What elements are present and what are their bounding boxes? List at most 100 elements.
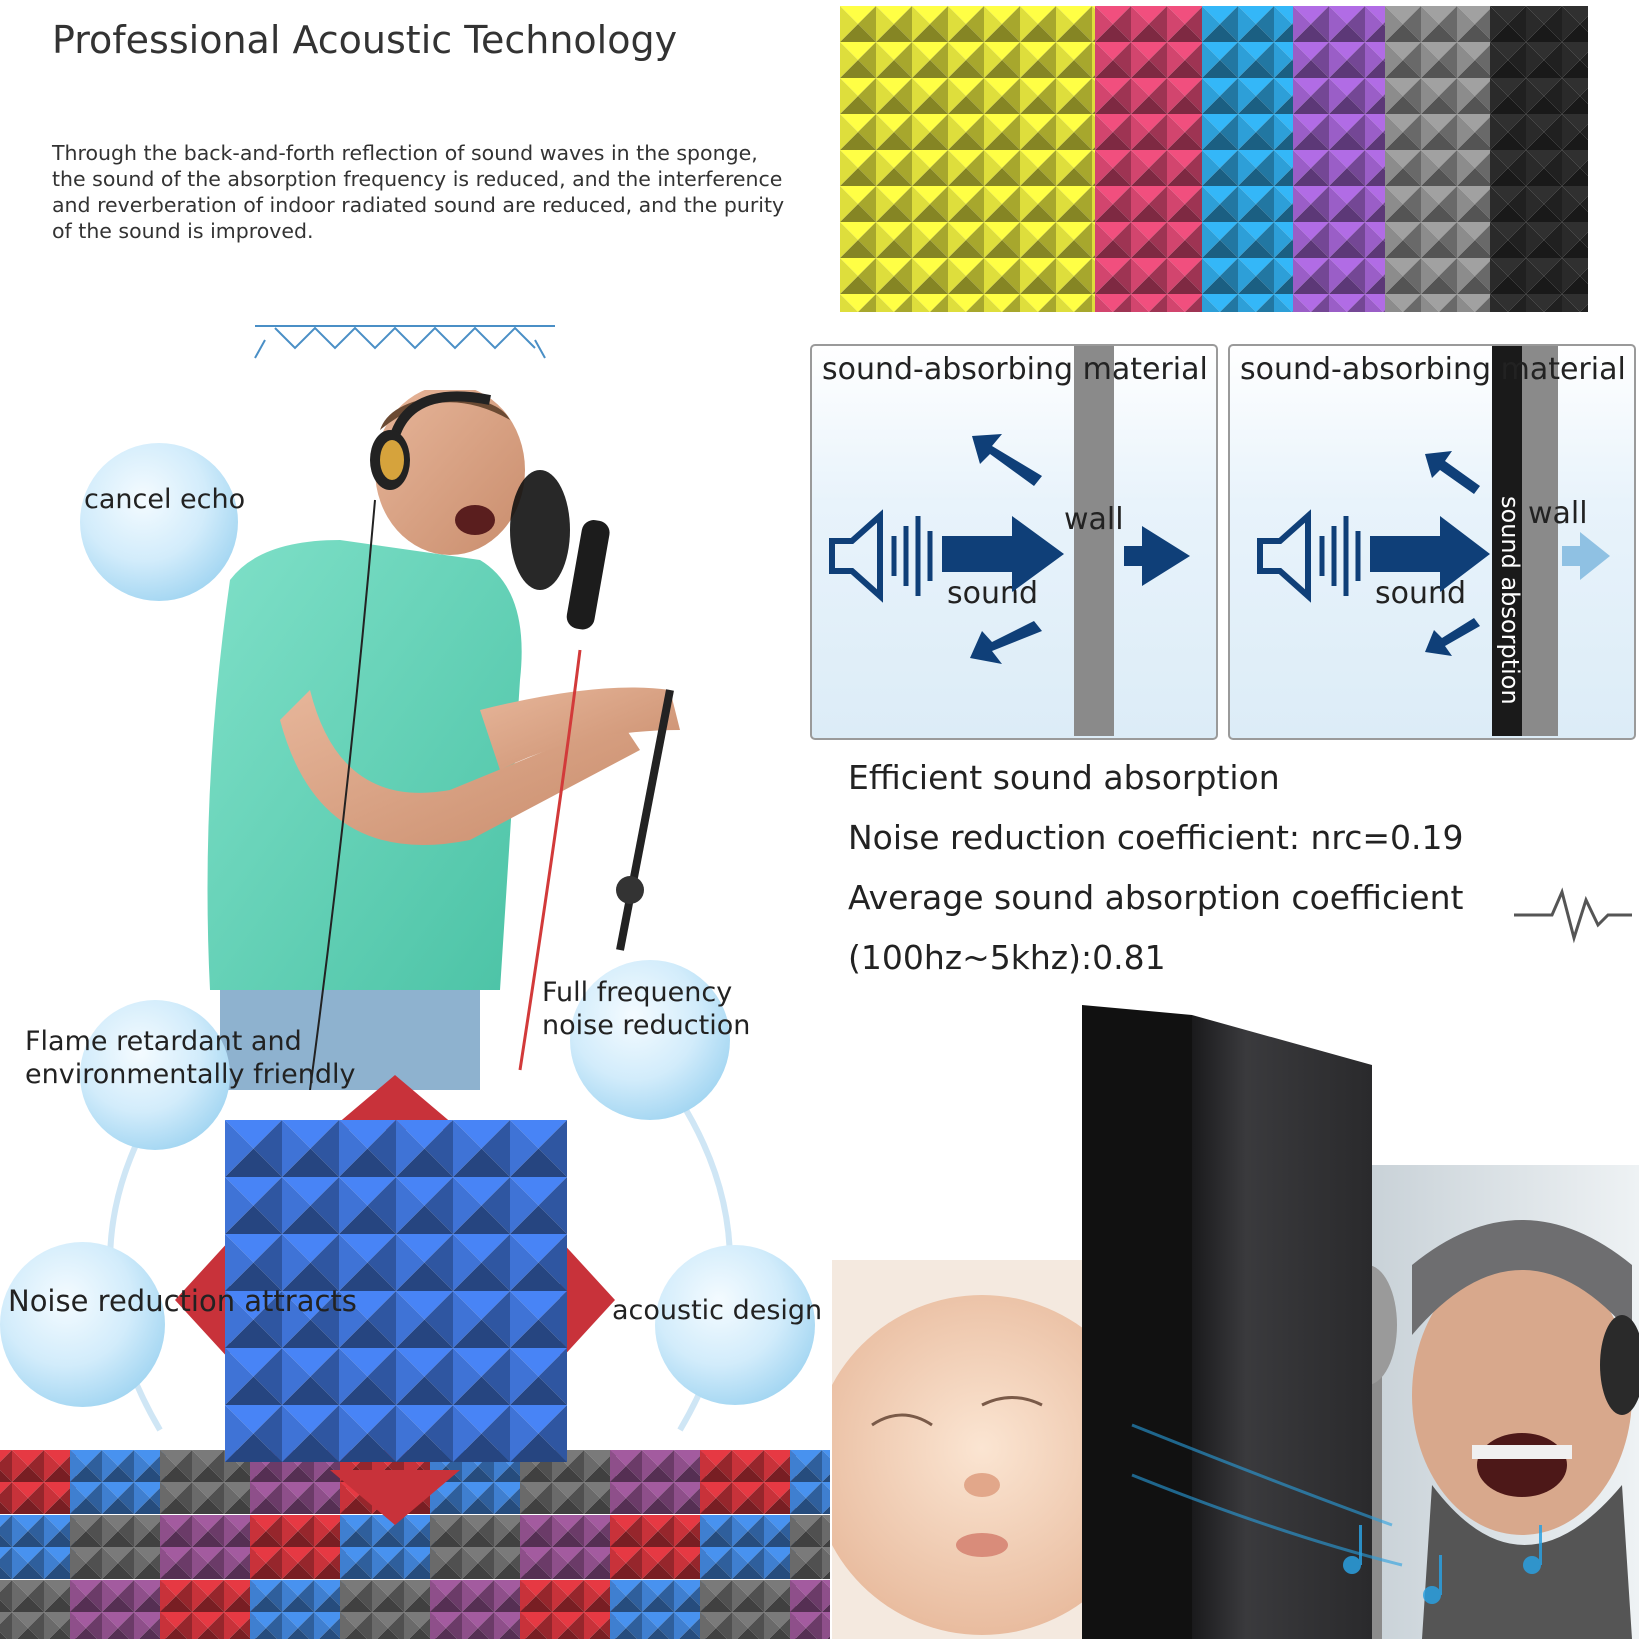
foam-pyramid-face <box>298 1482 314 1514</box>
foam-pyramid-face <box>1167 114 1202 132</box>
foam-pyramid-face <box>658 1515 674 1547</box>
foam-pyramid-face <box>716 1482 732 1514</box>
foam-pyramid-face <box>372 1547 404 1563</box>
foam-pyramid-face <box>1113 186 1131 222</box>
foam-pyramid-face <box>1131 150 1167 168</box>
foam-pyramid-face <box>1056 96 1092 114</box>
foam-pyramid-face <box>1238 6 1256 42</box>
foam-pyramid-face <box>1365 186 1383 222</box>
foam-pyramid-face <box>584 1466 616 1482</box>
foam-pyramid-face <box>1365 42 1385 60</box>
foam-pyramid-face <box>372 1563 404 1579</box>
foam-pyramid-face <box>984 222 1020 240</box>
foam-pyramid-face <box>1167 114 1185 150</box>
foam-pyramid-face <box>282 1120 339 1149</box>
foam-pyramid-face <box>12 1482 44 1498</box>
foam-pyramid-face <box>494 1547 526 1563</box>
reflection-arrows <box>829 434 1190 664</box>
foam-pyramid-face <box>568 1515 584 1547</box>
foam-pyramid-face <box>894 294 912 312</box>
specs-block: Efficient sound absorption Noise reducti… <box>848 758 1464 998</box>
foam-pyramid-face <box>1038 294 1056 312</box>
foam-pyramid-face <box>1095 42 1113 78</box>
foam-pyramid-face <box>1562 132 1588 150</box>
foam-pyramid-face <box>510 1348 539 1405</box>
foam-pyramid-face <box>377 1628 399 1639</box>
foam-pyramid-face <box>1526 294 1544 312</box>
foam-pyramid-face <box>584 1547 616 1563</box>
foam-pyramid-face <box>1439 78 1457 114</box>
foam-pyramid-face <box>372 1596 404 1612</box>
foam-pyramid-face <box>876 222 912 240</box>
foam-pyramid-face <box>674 1515 690 1547</box>
foam-pyramid-face <box>1383 310 1385 312</box>
foam-pyramid-face <box>930 150 948 186</box>
foam-pyramid-face <box>1238 222 1274 240</box>
foam-pyramid-face <box>876 6 912 24</box>
foam-pyramid-face <box>12 1498 44 1514</box>
foam-pyramid-face <box>176 1580 192 1612</box>
foam-pyramid-face <box>1002 222 1020 258</box>
foam-pyramid-face <box>984 294 1002 312</box>
foam-pyramid-face <box>610 1466 642 1482</box>
foam-pyramid-face <box>1292 311 1293 312</box>
foam-pyramid-face <box>225 1234 282 1263</box>
foam-pyramid-face <box>552 1482 568 1514</box>
foam-pyramid-face <box>453 1177 510 1206</box>
foam-pyramid-face <box>1238 168 1274 186</box>
foam-pyramid-face <box>225 1291 254 1348</box>
foam-pyramid-face <box>658 1482 674 1514</box>
foam-pyramid-face <box>160 1482 176 1514</box>
foam-pyramid-face <box>118 1612 134 1639</box>
foam-pyramid-face <box>610 1547 626 1579</box>
foam-pyramid-face <box>966 150 984 186</box>
foam-pyramid-face <box>1311 294 1329 312</box>
foam-pyramid-face <box>1490 78 1526 96</box>
foam-pyramid-face <box>1385 114 1421 132</box>
foam-pyramid-face <box>86 1450 102 1482</box>
foam-pyramid-face <box>764 1450 780 1482</box>
foam-pyramid-face <box>396 1319 453 1348</box>
foam-pyramid-face <box>1220 150 1238 186</box>
foam-pyramid-face <box>1490 276 1526 294</box>
foam-pyramid-face <box>1202 186 1238 204</box>
foam-pyramid-face <box>1475 261 1490 291</box>
foam-pyramid-face <box>1202 240 1238 258</box>
foam-pyramid-face <box>102 1450 118 1482</box>
foam-pyramid-face <box>298 1547 314 1579</box>
foam-pyramid-face <box>1038 42 1056 78</box>
foam-pyramid-face <box>462 1531 494 1547</box>
foam-pyramid-face <box>1095 258 1113 294</box>
foam-pyramid-face <box>840 42 858 78</box>
foam-swatch <box>1385 6 1490 312</box>
foam-pyramid-face <box>1131 42 1149 78</box>
foam-pyramid-face <box>1220 186 1238 222</box>
foam-pyramid-face <box>340 1515 372 1531</box>
foam-pyramid-face <box>282 1563 314 1579</box>
foam-pyramid-face <box>1056 24 1092 42</box>
foam-pyramid-face <box>250 1596 282 1612</box>
foam-pyramid-face <box>339 1148 396 1177</box>
wall-label: wall <box>1064 502 1124 537</box>
foam-pyramid-face <box>481 1120 510 1177</box>
foam-pyramid-face <box>700 1450 716 1482</box>
intro-paragraph: Through the back-and-forth reflection of… <box>52 140 812 244</box>
foam-pyramid-face <box>1185 295 1202 312</box>
foam-pyramid-face <box>1490 60 1526 78</box>
foam-pyramid-face <box>930 42 948 78</box>
foam-pyramid-face <box>1293 6 1311 42</box>
foam-pyramid-face <box>1238 96 1274 114</box>
foam-pyramid-face <box>1508 78 1526 114</box>
foam-pyramid-face <box>790 1612 806 1639</box>
foam-pyramid-face <box>510 1177 567 1206</box>
foam-pyramid-face <box>1490 186 1508 222</box>
foam-pyramid-face <box>1475 45 1490 75</box>
foam-pyramid-face <box>674 1466 706 1482</box>
foam-pyramid-face <box>1562 204 1588 222</box>
foam-pyramid-face <box>1385 42 1421 60</box>
foam-pyramid-face <box>1403 222 1421 258</box>
foam-pyramid-face <box>1526 114 1544 150</box>
foam-pyramid-face <box>225 1291 282 1320</box>
spec-line: (100hz~5khz):0.81 <box>848 938 1166 977</box>
foam-pyramid-face <box>396 1262 453 1291</box>
